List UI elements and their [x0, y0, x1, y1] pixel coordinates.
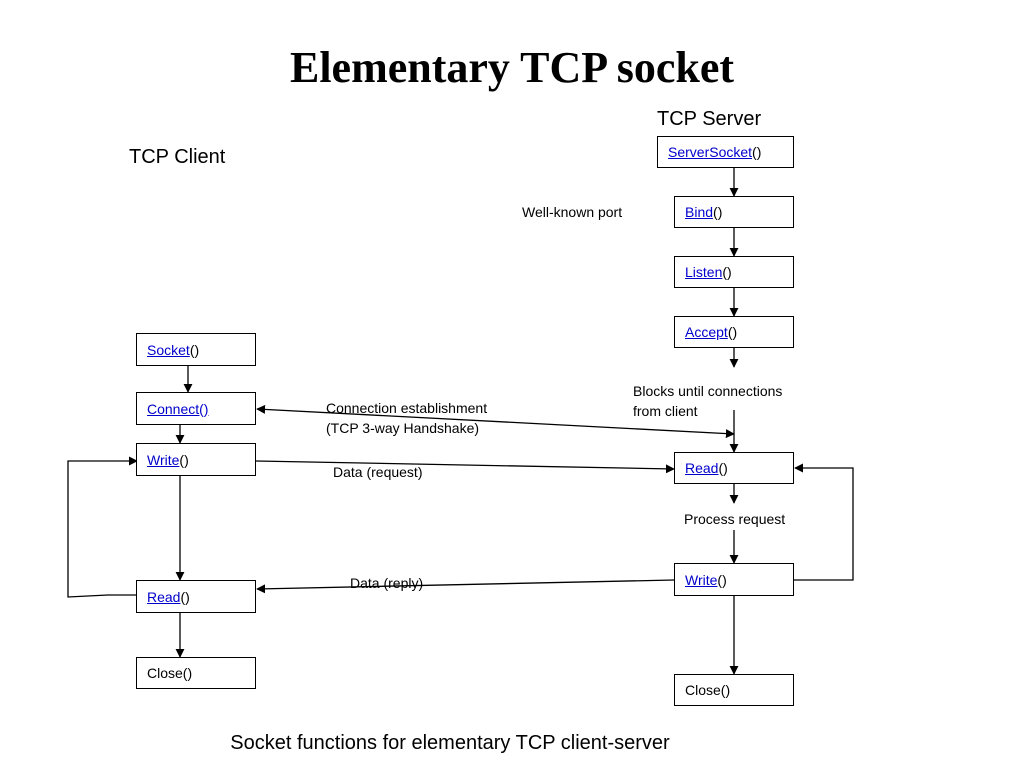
accept-box: Accept() — [674, 316, 794, 348]
bind-box: Bind() — [674, 196, 794, 228]
connect-link[interactable]: Connect() — [147, 400, 209, 417]
client-close-box: Close() — [136, 657, 256, 689]
serversocket-link[interactable]: ServerSocket — [668, 144, 753, 160]
serversocket-parens: () — [752, 144, 762, 160]
socket-box: Socket() — [136, 333, 256, 366]
server-write-box: Write() — [674, 563, 794, 596]
loop-client-read-to-write — [67, 456, 138, 598]
client-write-parens: () — [179, 451, 189, 468]
client-read-parens: () — [180, 588, 190, 605]
client-heading: TCP Client — [129, 146, 226, 168]
socket-parens: () — [189, 341, 200, 358]
listen-link[interactable]: Listen — [685, 264, 723, 280]
tcp-handshake-label: (TCP 3-way Handshake) — [326, 420, 480, 436]
client-read-link[interactable]: Read — [147, 588, 181, 605]
arrow-data-reply — [256, 579, 675, 594]
listen-box: Listen() — [674, 256, 794, 288]
client-write-link[interactable]: Write — [147, 451, 180, 468]
client-close-label: Close() — [147, 665, 193, 681]
server-read-link[interactable]: Read — [685, 460, 719, 476]
server-close-label: Close() — [685, 682, 731, 698]
well-known-port-label: Well-known port — [522, 204, 623, 220]
loop-server-write-to-read — [794, 463, 854, 581]
data-reply-label: Data (reply) — [350, 575, 424, 591]
server-write-link[interactable]: Write — [685, 571, 718, 588]
client-read-box: Read() — [136, 580, 256, 613]
socket-link[interactable]: Socket — [147, 341, 190, 358]
bind-parens: () — [713, 204, 723, 220]
data-request-label: Data (request) — [333, 464, 423, 480]
bind-link[interactable]: Bind — [685, 204, 714, 220]
server-read-box: Read() — [674, 452, 794, 484]
connect-box: Connect() — [136, 392, 256, 425]
from-client-label: from client — [633, 403, 698, 419]
accept-link[interactable]: Accept — [685, 324, 728, 340]
arrow-data-request — [255, 460, 675, 474]
client-write-box: Write() — [136, 443, 256, 476]
serversocket-box: ServerSocket() — [657, 136, 794, 168]
listen-parens: () — [722, 264, 732, 280]
process-request-label: Process request — [684, 511, 786, 527]
server-read-parens: () — [718, 460, 728, 476]
connection-establishment-label: Connection establishment — [326, 400, 488, 416]
server-write-parens: () — [717, 571, 727, 588]
slide-title: Elementary TCP socket — [289, 43, 735, 92]
server-close-box: Close() — [674, 674, 794, 706]
accept-parens: () — [727, 324, 738, 340]
blocks-until-connections-label: Blocks until connections — [633, 383, 783, 399]
figure-caption: Socket functions for elementary TCP clie… — [230, 732, 670, 754]
server-heading: TCP Server — [657, 108, 762, 130]
arrow-connection-establishment — [256, 404, 735, 439]
